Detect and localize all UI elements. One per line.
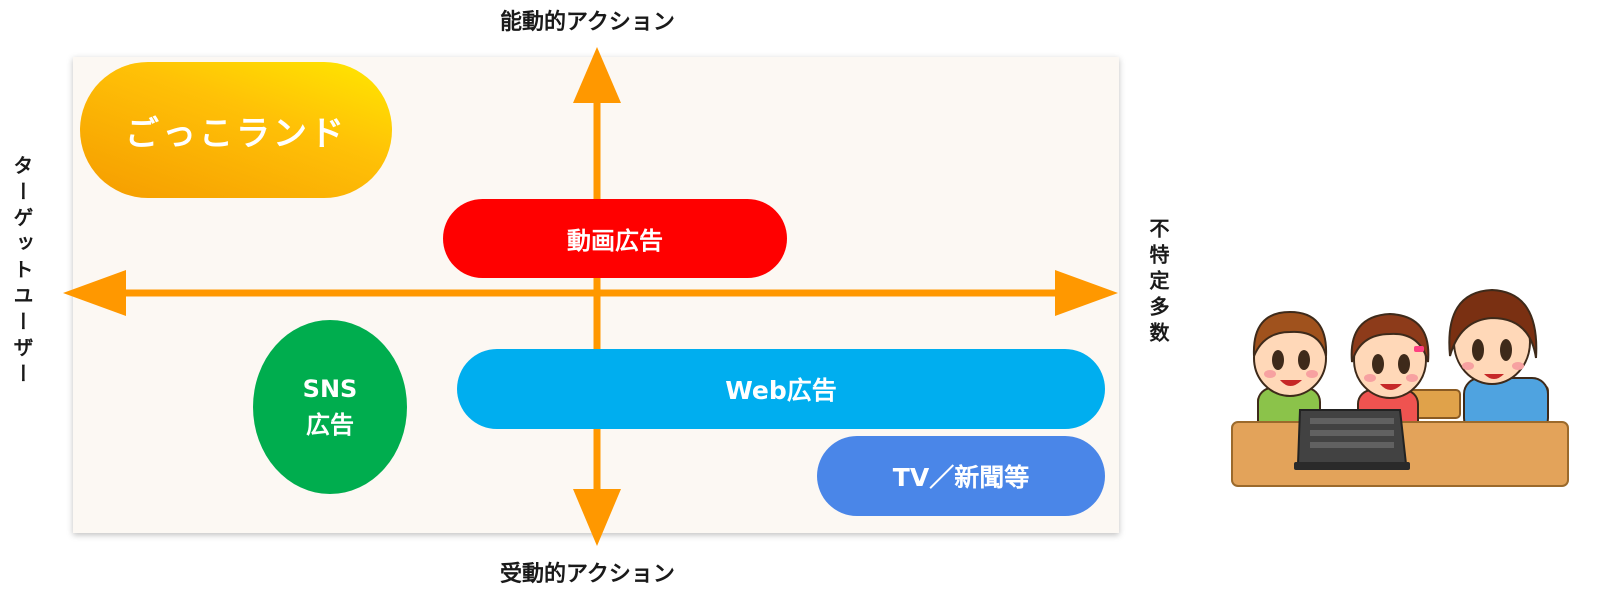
sns-ad-line1: SNS: [302, 375, 358, 403]
axis-label-left: ターゲットユーザー: [10, 155, 34, 389]
children-with-tablet-illustration: [1231, 288, 1569, 487]
sns-ad-line2: 広告: [306, 411, 354, 439]
video-ad-bubble: 動画広告: [443, 199, 787, 278]
tv-newspaper-bubble: TV／新聞等: [817, 436, 1105, 516]
web-ad-bubble: Web広告: [457, 349, 1105, 429]
axis-label-top: 能動的アクション: [500, 10, 675, 35]
sns-ad-bubble: SNS 広告: [253, 320, 407, 494]
gokko-land-bubble: ごっこランド: [80, 62, 392, 198]
axis-label-bottom: 受動的アクション: [500, 562, 675, 587]
axis-label-right: 不特定多数: [1146, 218, 1170, 348]
